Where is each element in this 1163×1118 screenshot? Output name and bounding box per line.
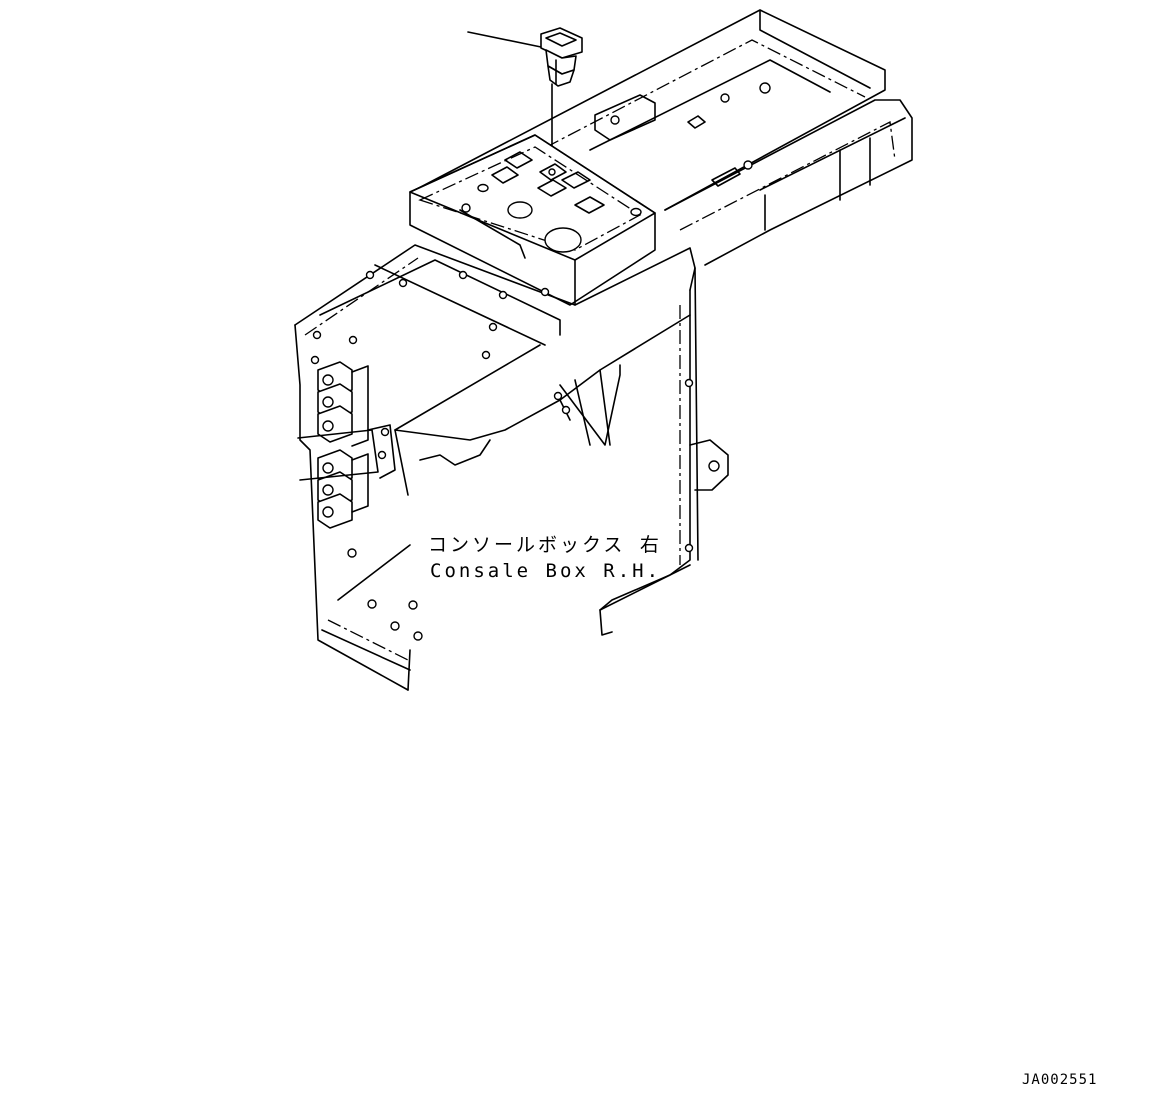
part-label-japanese: コンソールボックス 右 bbox=[428, 534, 662, 556]
top-panel bbox=[409, 134, 656, 306]
drawing-code: JA002551 bbox=[1022, 1072, 1098, 1088]
part-label-english: Consale Box R.H. bbox=[430, 560, 662, 582]
console-body bbox=[294, 244, 729, 691]
hinge-stack bbox=[297, 361, 396, 529]
leader-line bbox=[467, 31, 542, 48]
switch-part bbox=[540, 27, 583, 87]
